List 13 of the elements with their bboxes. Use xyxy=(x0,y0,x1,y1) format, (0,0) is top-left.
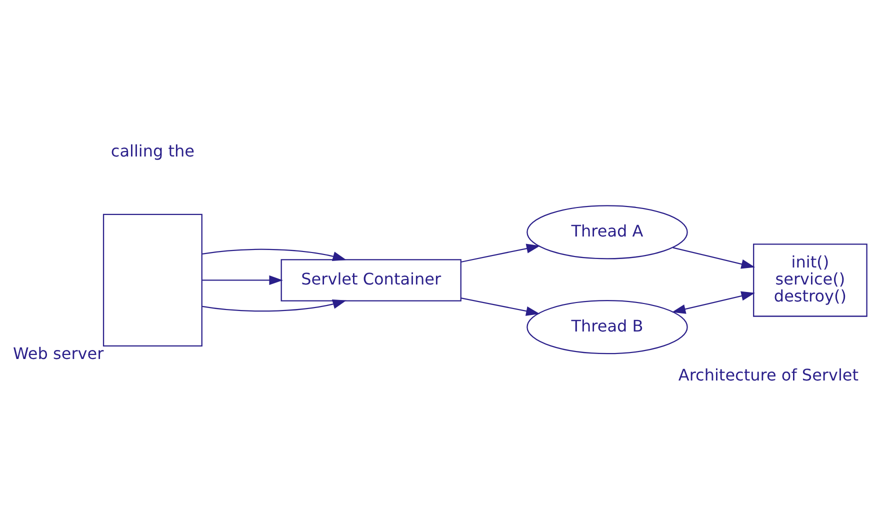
label: calling the xyxy=(110,141,194,160)
caption: Architecture of Servlet xyxy=(678,366,859,385)
node-box xyxy=(102,214,202,347)
arrow xyxy=(672,291,755,314)
arrow xyxy=(202,299,346,312)
arrow xyxy=(460,244,540,263)
node-box: Servlet Container xyxy=(280,259,462,302)
arrow xyxy=(202,275,283,286)
node-box: init() service() destroy() xyxy=(753,244,868,317)
arrow xyxy=(202,248,346,261)
arrow xyxy=(672,247,756,269)
arrow xyxy=(460,297,540,316)
node-label: Web server xyxy=(13,344,104,363)
